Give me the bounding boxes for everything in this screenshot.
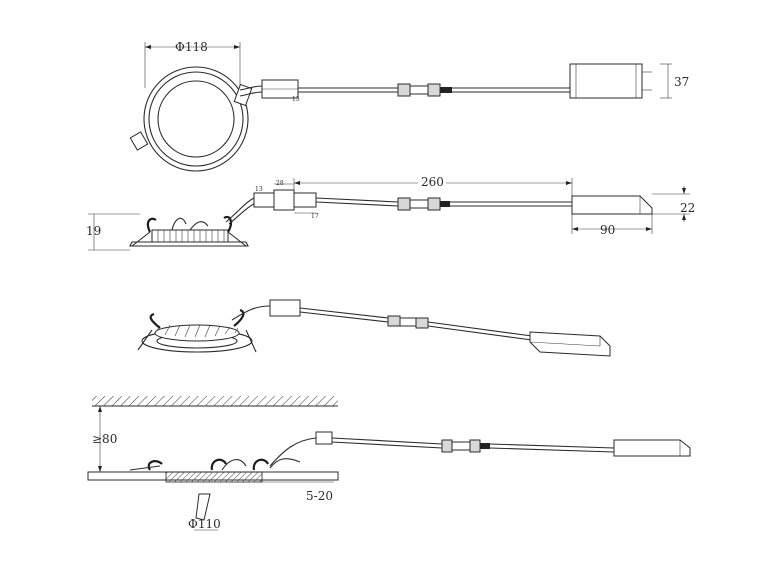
spring-right: [223, 215, 233, 233]
perspective-view: [137, 299, 611, 357]
fixture-light-area: [157, 80, 235, 158]
ceiling-hatch: [92, 396, 338, 406]
connector-top: [409, 85, 429, 95]
ceiling-clearance-label: ≥80: [92, 432, 117, 446]
top-diameter-label: Φ118: [175, 40, 208, 54]
spring-left: [146, 217, 157, 233]
side-view: 19 13 28 17: [86, 174, 695, 251]
driver-side: [571, 195, 653, 215]
driver-top: [569, 63, 643, 99]
driver-height-top-label: 37: [674, 75, 689, 89]
driver-install: [613, 439, 691, 457]
cutout-diameter-label: Φ110: [188, 517, 221, 531]
fixture-height-label: 19: [86, 224, 101, 238]
connector-install: [451, 441, 471, 451]
driver-height-label: 22: [680, 201, 695, 215]
connector-side: [409, 199, 429, 209]
junction-box-perspective: [269, 299, 301, 317]
fixture-flange: [129, 241, 249, 247]
driver-length-label: 90: [600, 223, 615, 237]
installation-view: ≥80 5-20 Φ110: [87, 396, 691, 531]
cable-length-label: 260: [421, 175, 444, 189]
spring-clip-left: [129, 131, 149, 151]
hole-saw-icon: [195, 493, 211, 521]
ceiling-thickness-label: 5-20: [306, 489, 333, 503]
small-label-a: 13: [255, 186, 263, 193]
top-view: Φ118 15 37: [129, 40, 689, 172]
led-fins: [157, 230, 225, 242]
small-label-b: 28: [276, 180, 284, 187]
fixture-outer-ring: [143, 66, 249, 172]
small-label-c: 17: [311, 213, 319, 220]
installed-fixture: [165, 471, 263, 483]
junction-box-side: [253, 192, 275, 208]
small-label-top: 15: [292, 96, 300, 103]
